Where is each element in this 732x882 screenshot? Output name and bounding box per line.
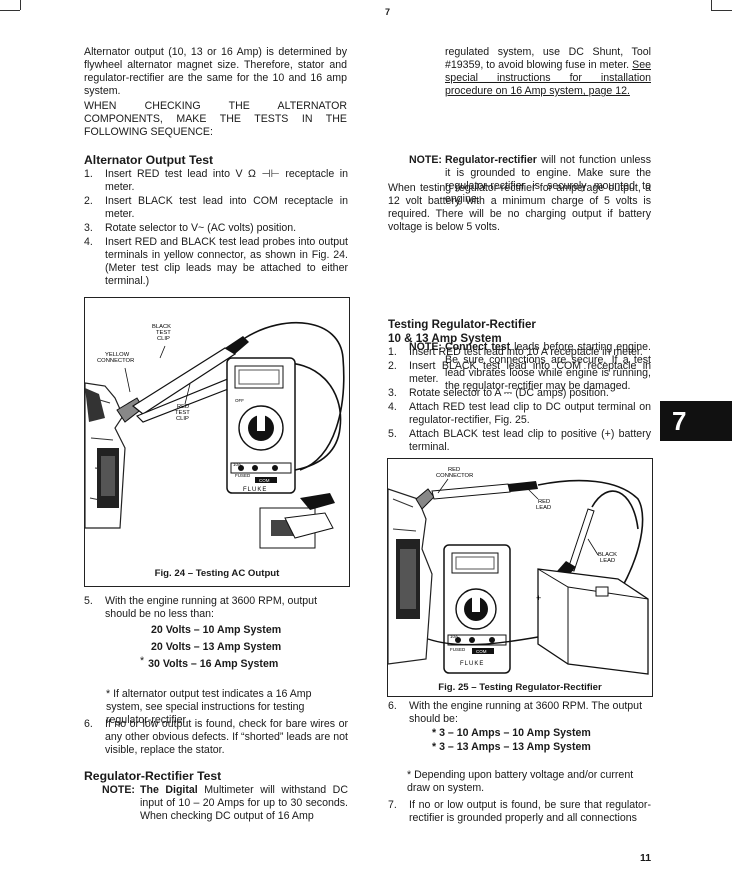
list-item: 5.Attach BLACK test lead clip to positiv… (388, 428, 651, 453)
list-item: 4.Attach RED test lead clip to DC output… (388, 401, 651, 426)
intro-paragraph: Alternator output (10, 13 or 16 Amp) is … (84, 46, 347, 97)
list-item: 4.Insert RED and BLACK test lead probes … (84, 236, 348, 287)
testing-regulator-heading: Testing Regulator-Rectifier 10 & 13 Amp … (388, 318, 536, 345)
chapter-tab: 7 (660, 401, 732, 441)
battery-plus-label: + (536, 593, 541, 603)
page-footer-number: 11 (640, 852, 652, 864)
regulator-rectifier-heading: Regulator-Rectifier Test (84, 769, 222, 783)
output-value: *30 Volts – 16 Amp System (140, 655, 279, 670)
meter-com-label: COM (259, 478, 270, 483)
regulator-steps-list: 1.Insert RED test lead into 10 A recepta… (388, 346, 651, 455)
note-regulator-grounded: NOTE: Regulator-rectifier will not funct… (409, 154, 651, 205)
crop-mark-right-h (711, 10, 732, 11)
meter-brand-label: FLUKE (460, 661, 484, 667)
meter-fused-label: FUSED (450, 647, 466, 652)
page-header-number: 7 (385, 7, 391, 17)
meter-fused-label: FUSED (235, 473, 251, 478)
output-value: 20 Volts – 10 Amp System (151, 624, 282, 636)
note-digital-multimeter: NOTE: The Digital Multimeter will withst… (102, 784, 348, 822)
battery-paragraph: When testing regulator-rectifier for amp… (388, 182, 651, 233)
dc-shunt-paragraph: regulated system, use DC Shunt, Tool #19… (445, 46, 651, 97)
output-value: 20 Volts – 13 Amp System (151, 641, 282, 653)
meter-brand-label: FLUKE (243, 487, 267, 493)
sequence-paragraph: WHEN CHECKING THE ALTERNATOR COMPONENTS,… (84, 100, 347, 138)
note-connect-leads: NOTE: Connect test leads before starting… (409, 341, 651, 392)
meter-10a-label: 10A (450, 634, 458, 639)
list-item: 1.Insert RED test lead into V Ω ⊣⊢ recep… (84, 168, 348, 193)
footnote-16-amp: * If alternator output test indicates a … (106, 688, 312, 726)
step-5-left: 5.With the engine running at 3600 RPM, o… (84, 595, 318, 620)
list-item: 1.Insert RED test lead into 10 A recepta… (388, 346, 643, 358)
figure-25-caption: Fig. 25 – Testing Regulator-Rectifier (438, 682, 602, 693)
meter-com-label: COM (476, 649, 487, 654)
list-item: 3.Rotate selector to V~ (AC volts) posit… (84, 222, 297, 234)
output-values: 20 Volts – 10 Amp System 20 Volts – 13 A… (140, 622, 320, 673)
crop-mark-left (20, 0, 21, 10)
crop-mark-right (711, 0, 712, 10)
list-item: 2.Insert BLACK test lead into COM recept… (388, 360, 651, 385)
amp-values: * 3 – 10 Amps – 10 Amp System * 3 – 13 A… (432, 726, 652, 754)
amp-value: * 3 – 13 Amps – 13 Amp System (432, 741, 591, 753)
alternator-output-heading: Alternator Output Test (84, 153, 214, 167)
crop-mark-left-h (0, 10, 20, 11)
amp-value: * 3 – 10 Amps – 10 Amp System (432, 727, 591, 739)
list-item: 2.Insert BLACK test lead into COM recept… (84, 195, 348, 220)
special-instructions-link[interactable]: See special instructions for installatio… (445, 59, 651, 97)
step-6-left: 6.If no or low output is found, check fo… (84, 718, 348, 756)
meter-10a-label: 10A (233, 462, 241, 467)
list-item: 3.Rotate selector to A ⎓ (DC amps) posit… (388, 387, 609, 399)
meter-off-label: OFF (235, 398, 244, 403)
step-7-right: 7.If no or low output is found, be sure … (388, 799, 651, 824)
footnote-battery: * Depending upon battery voltage and/or … (407, 769, 634, 794)
step-6-right: 6.With the engine running at 3600 RPM. T… (388, 700, 643, 725)
figure-24-caption: Fig. 24 – Testing AC Output (154, 568, 280, 579)
alternator-steps-list: 1.Insert RED test lead into V Ω ⊣⊢ recep… (84, 168, 348, 289)
